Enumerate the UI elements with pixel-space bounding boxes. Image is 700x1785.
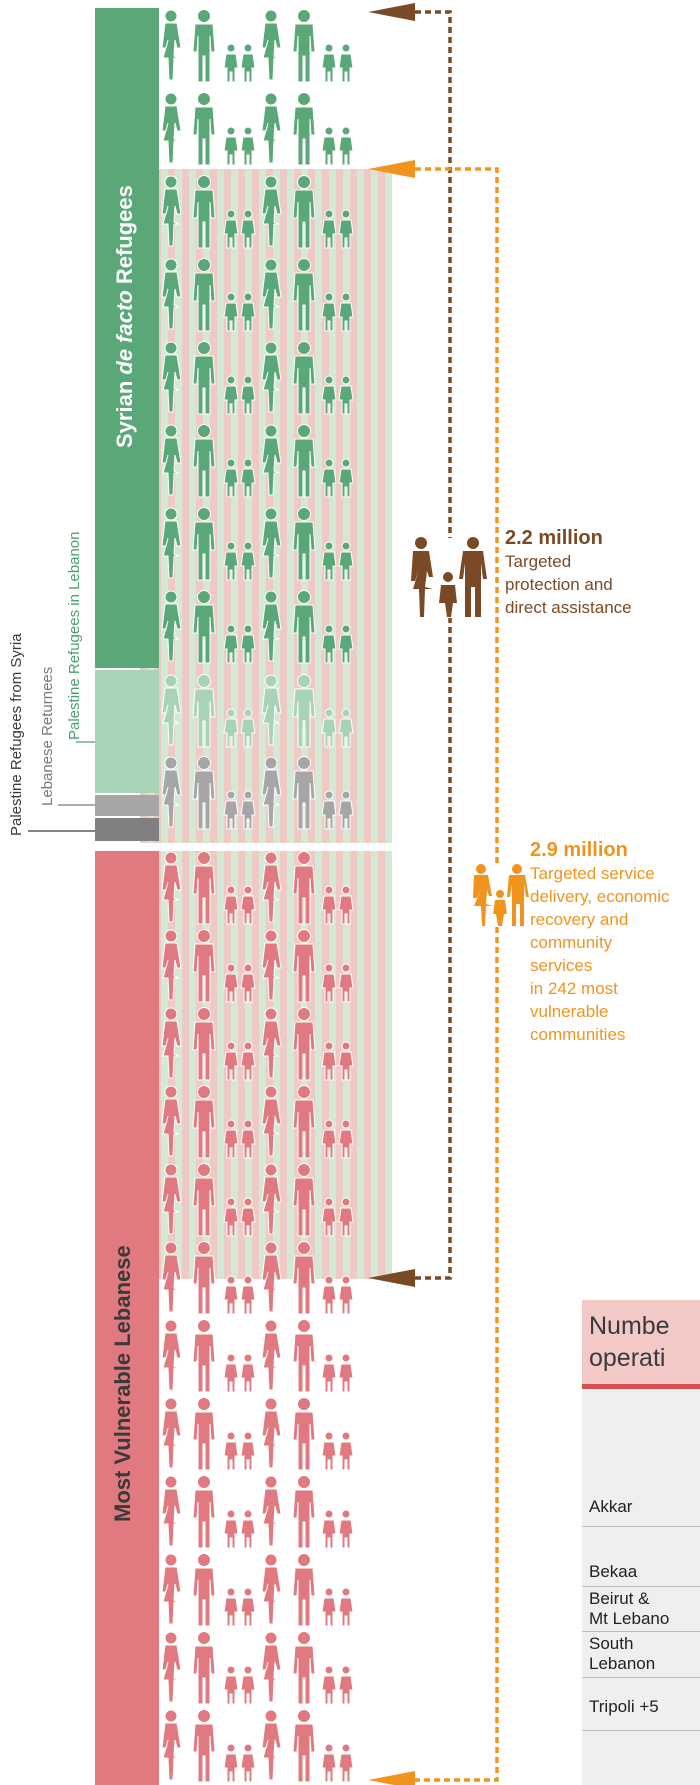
- table-title-line: operati: [589, 1344, 666, 1372]
- table-row-beirut: Beirut & Mt Lebano: [589, 1589, 669, 1629]
- lebanese-bar: [95, 851, 159, 1785]
- palestine-lebanon-bar: [95, 670, 159, 793]
- row-divider: [582, 1677, 700, 1678]
- people-row: [161, 674, 354, 748]
- table-cell: Akkar: [589, 1497, 633, 1516]
- row-divider: [582, 1526, 700, 1527]
- table-cell: Mt Lebano: [589, 1609, 670, 1628]
- table-header: [582, 1300, 700, 1384]
- protection-desc-line: direct assistance: [505, 598, 632, 617]
- people-row: [161, 175, 354, 249]
- people-row: [161, 590, 354, 664]
- people-row: [161, 1553, 354, 1627]
- family-icon: [473, 864, 529, 926]
- table-row-south: South Lebanon: [589, 1634, 655, 1674]
- row-divider: [582, 1631, 700, 1632]
- service-desc-line: delivery, economic: [530, 887, 670, 906]
- syrian-refugees-bar: [95, 8, 159, 668]
- service-callout: 2.9 million Targeted service delivery, e…: [530, 839, 670, 1046]
- people-row: [161, 756, 354, 830]
- people-row: [161, 851, 354, 925]
- people-row: [161, 424, 354, 498]
- protection-desc-line: Targeted: [505, 552, 572, 571]
- operations-table: Numbe operati Akkar Bekaa Beirut & Mt Le…: [582, 1300, 700, 1785]
- people-row: [161, 1085, 354, 1159]
- people-row: [161, 1241, 354, 1315]
- people-row: [161, 1631, 354, 1705]
- row-divider: [582, 1730, 700, 1731]
- people-row: [161, 1163, 354, 1237]
- people-row: [161, 1475, 354, 1549]
- table-title-line: Numbe: [589, 1312, 670, 1340]
- table-row-bekaa: Bekaa: [589, 1562, 637, 1582]
- table-cell: Tripoli +5: [589, 1697, 659, 1716]
- protection-arrow-bottom: [368, 1269, 415, 1287]
- service-desc-line: recovery and: [530, 910, 629, 929]
- group-divider: [95, 843, 395, 851]
- people-row: [161, 929, 354, 1003]
- service-desc-line: community: [530, 933, 613, 952]
- table-cell: Bekaa: [589, 1562, 638, 1581]
- protection-arrow-top: [368, 3, 415, 21]
- service-desc-line: vulnerable: [530, 1002, 609, 1021]
- table-body: [582, 1389, 700, 1785]
- table-row-akkar: Akkar: [589, 1497, 632, 1517]
- service-arrow-bottom: [368, 1771, 415, 1785]
- service-value: 2.9 million: [530, 839, 628, 861]
- people-row: [161, 92, 354, 166]
- protection-value: 2.2 million: [505, 527, 603, 549]
- people-row: [161, 1709, 354, 1783]
- service-bracket: [368, 160, 499, 1785]
- service-desc-line: in 242 most: [530, 979, 618, 998]
- lebanese-returnees-bar: [95, 795, 159, 816]
- people-row: [161, 1007, 354, 1081]
- service-desc-line: services: [530, 956, 593, 975]
- protection-bracket: [368, 3, 452, 1287]
- people-row: [161, 258, 354, 332]
- table-row-tripoli: Tripoli +5: [589, 1697, 659, 1717]
- family-icon: [411, 537, 487, 617]
- service-desc-line: communities: [530, 1025, 626, 1044]
- table-header-rule: [582, 1384, 700, 1389]
- people-row: [161, 1319, 354, 1393]
- people-row: [161, 507, 354, 581]
- row-divider: [582, 1586, 700, 1587]
- table-cell: South: [589, 1634, 634, 1653]
- protection-callout: 2.2 million Targeted protection and dire…: [505, 527, 632, 619]
- people-row: [161, 1397, 354, 1471]
- table-cell: Lebanon: [589, 1654, 656, 1673]
- people-row: [161, 341, 354, 415]
- protection-desc-line: protection and: [505, 575, 613, 594]
- palestine-syria-bar: [95, 818, 159, 841]
- service-arrow-top: [368, 160, 415, 178]
- service-desc-line: Targeted service: [530, 864, 655, 883]
- people-row: [161, 9, 354, 83]
- table-cell: Beirut &: [589, 1589, 650, 1608]
